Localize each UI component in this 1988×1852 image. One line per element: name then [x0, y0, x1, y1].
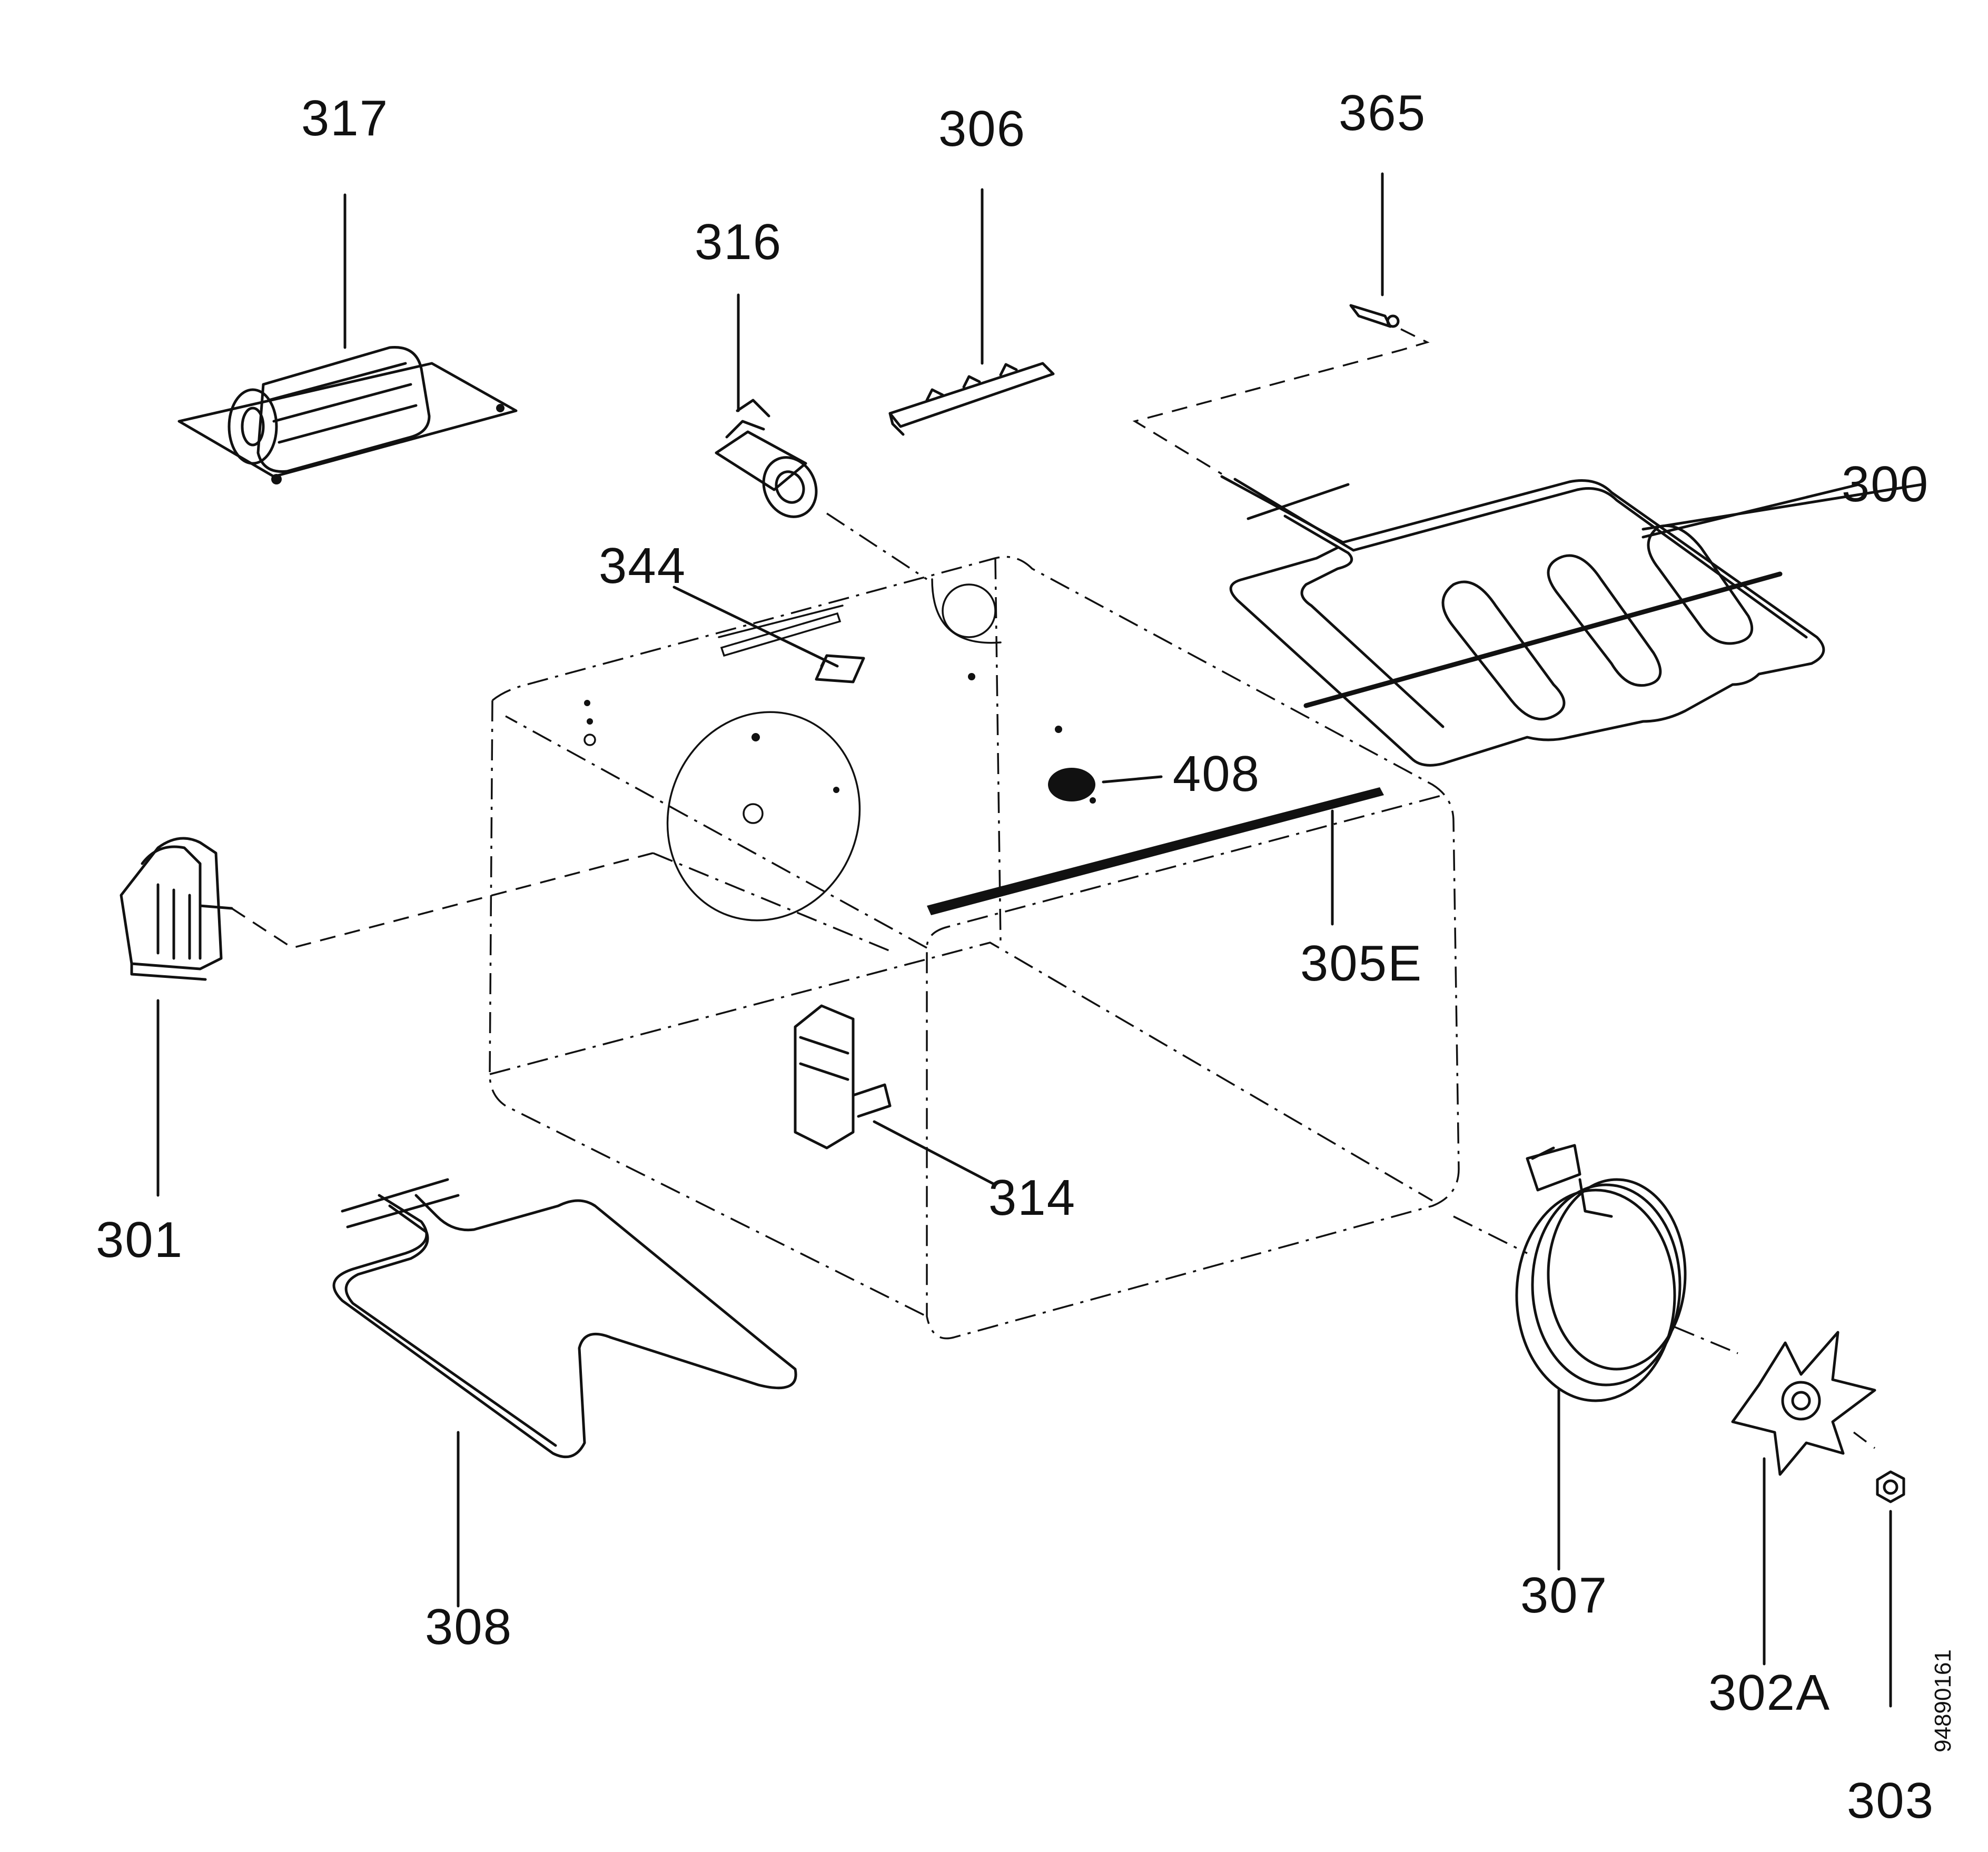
tangential-fan-317 — [177, 193, 518, 484]
document-number: 94890161 — [1930, 1649, 1956, 1752]
part-label-314: 314 — [988, 1170, 1076, 1226]
circular-element-307 — [1453, 1144, 1738, 1571]
part-label-408: 408 — [1172, 746, 1261, 802]
oven-cavity — [489, 556, 1460, 1340]
part-label-317: 317 — [301, 90, 389, 146]
plug-408 — [1048, 768, 1163, 804]
part-label-300: 300 — [1841, 456, 1930, 512]
fan-motor-301 — [120, 837, 896, 1197]
leader-300 — [1641, 483, 1861, 539]
seal-strip-305e — [927, 787, 1384, 926]
part-label-308: 308 — [424, 1599, 513, 1655]
bottom-element-308 — [332, 1178, 797, 1608]
part-label-316: 316 — [694, 214, 783, 270]
part-label-365: 365 — [1338, 85, 1427, 141]
part-label-306: 306 — [938, 101, 1026, 157]
part-label-344: 344 — [598, 538, 687, 594]
part-label-302a: 302A — [1708, 1665, 1831, 1721]
part-label-303: 303 — [1846, 1772, 1935, 1829]
part-label-305e: 305E — [1300, 935, 1423, 992]
part-label-307: 307 — [1520, 1567, 1608, 1623]
lamp-holder-316 — [715, 293, 927, 580]
part-label-301: 301 — [95, 1212, 184, 1268]
terminal-block-306 — [888, 188, 1055, 436]
bracket-344 — [672, 586, 865, 684]
switch-314 — [794, 1004, 997, 1186]
grill-element-300 — [1220, 475, 1924, 767]
fan-wheel-302a — [1731, 1331, 1876, 1666]
grommet-365 — [1132, 172, 1430, 475]
nut-303 — [1876, 1470, 1905, 1708]
